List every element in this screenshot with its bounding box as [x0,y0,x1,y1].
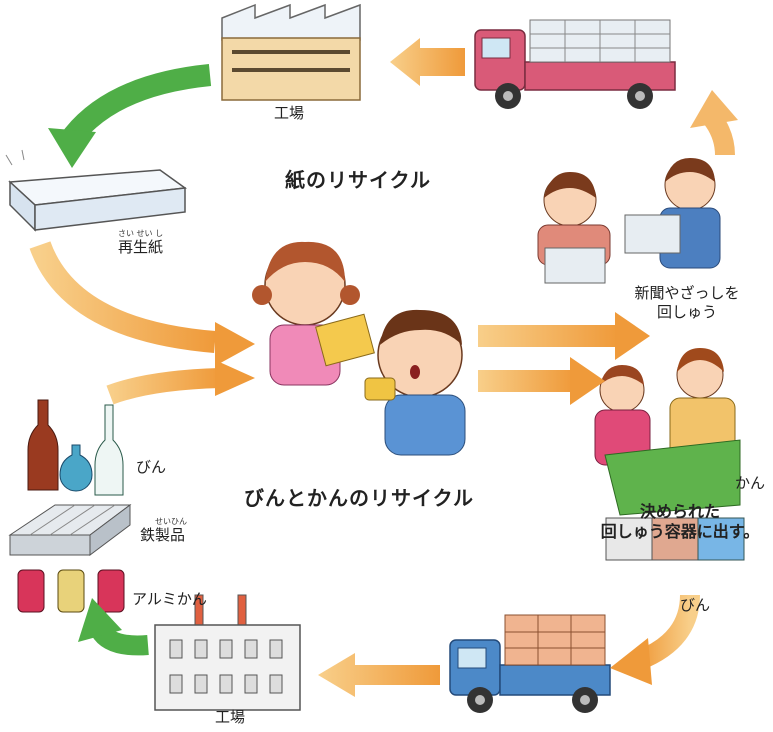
bottles-crate-label: びん [680,596,711,614]
collect-newspaper-line2: 回しゅう [656,302,717,321]
truck-top-icon [474,19,676,109]
bottles-label: びん [136,458,167,476]
factory-top-label: 工場 [274,104,305,122]
arrow-icon [29,38,738,697]
women-sorting-icon [594,348,745,561]
put-out-line2: 回しゅう容器に出す。 [600,522,760,541]
put-out-line1: 決められた [639,502,720,521]
bottle-can-cycle-title: びんとかんのリサイクル [244,486,474,510]
cans-icon [17,569,125,613]
cans-label: かん [735,474,766,492]
factory-bottom-label: 工場 [215,708,246,726]
recycled-paper-label: 再生紙 [118,238,164,256]
paper-stack-icon [5,149,188,232]
paper-cycle-title: 紙のリサイクル [285,168,431,192]
steel-products-ruby: せいひん [155,517,187,526]
steel-plate-icon [8,504,132,556]
factory-top-icon [221,3,361,101]
collect-newspaper-line1: 新聞やざっしを [634,284,740,302]
truck-bottom-icon [449,614,611,713]
people-collecting-icon [537,158,721,284]
aluminum-cans-label: アルミかん [132,590,207,608]
steel-products-label: 鉄製品 [140,526,186,544]
bottles-icon [27,399,124,496]
recycled-paper-ruby: さい せい し [118,229,164,238]
collect-newspaper-label: 新聞やざっしを 回しゅう [612,284,762,322]
factory-bottom-icon [154,594,301,711]
put-out-label: 決められた 回しゅう容器に出す。 [590,502,770,542]
children-reading-icon [252,241,466,456]
